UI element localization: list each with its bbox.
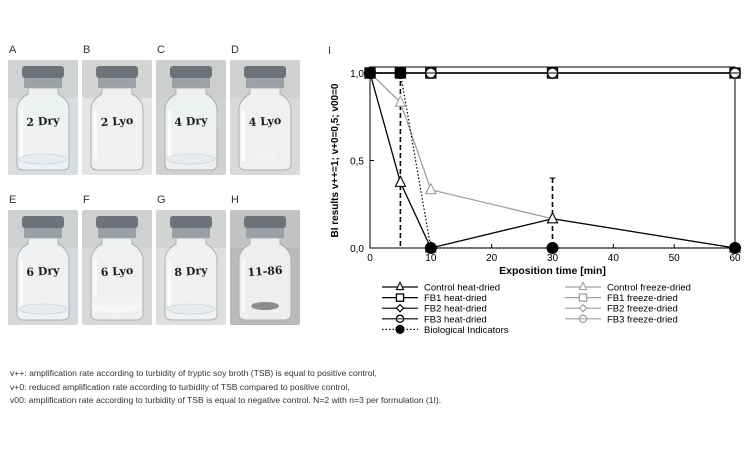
data-point bbox=[546, 211, 559, 224]
caption-line-vpp: v++: amplification rate according to tur… bbox=[10, 368, 377, 378]
legend-marker bbox=[395, 303, 405, 313]
legend-label: FB1 freeze-dried bbox=[607, 293, 678, 304]
data-point bbox=[394, 94, 407, 107]
legend-label: FB3 freeze-dried bbox=[607, 314, 678, 325]
data-point bbox=[394, 67, 407, 79]
data-point bbox=[546, 242, 559, 254]
legend-marker bbox=[395, 293, 405, 302]
legend-label: FB1 heat-dried bbox=[424, 293, 487, 304]
legend-label: Control freeze-dried bbox=[607, 283, 691, 294]
data-point bbox=[424, 242, 437, 254]
y-tick-label: 0,5 bbox=[350, 157, 364, 168]
panel-letter-g: G bbox=[157, 194, 166, 206]
legend-marker bbox=[578, 281, 588, 291]
x-tick-label: 50 bbox=[669, 253, 681, 264]
legend-label: FB2 freeze-dried bbox=[607, 304, 678, 315]
vial-icon bbox=[230, 210, 300, 325]
vial-icon bbox=[82, 60, 152, 175]
data-point bbox=[364, 67, 376, 79]
vial-icon bbox=[8, 60, 78, 175]
legend-label: FB3 heat-dried bbox=[424, 314, 487, 325]
figure-caption: v++: amplification rate according to tur… bbox=[10, 367, 740, 408]
caption-line-v00: v00: amplification rate according to tur… bbox=[10, 395, 442, 405]
vial-icon bbox=[156, 210, 226, 325]
x-tick-label: 60 bbox=[729, 253, 741, 264]
x-tick-label: 30 bbox=[547, 253, 559, 264]
x-tick-label: 20 bbox=[486, 253, 498, 264]
panel-letter-e: E bbox=[9, 194, 17, 206]
vial-photo-f: 6 Lyo bbox=[82, 210, 152, 325]
panel-letter-a: A bbox=[9, 44, 17, 56]
x-tick-label: 0 bbox=[367, 253, 373, 264]
panel-letter-d: D bbox=[231, 44, 239, 56]
panel-letter-c: C bbox=[157, 44, 165, 56]
caption-line-vp0: v+0: reduced amplification rate accordin… bbox=[10, 381, 350, 392]
vial-icon bbox=[8, 210, 78, 325]
legend-marker bbox=[395, 324, 405, 334]
y-axis-label: BI results v++=1; v+0=0,5; v00=0 bbox=[330, 83, 341, 237]
vial-photo-c: 4 Dry bbox=[156, 60, 226, 175]
x-tick-label: 10 bbox=[425, 253, 437, 264]
legend-label: Biological Indicators bbox=[424, 325, 509, 336]
y-tick-label: 1,0 bbox=[350, 69, 364, 80]
y-tick-label: 0,0 bbox=[350, 244, 364, 255]
legend-label: FB2 heat-dried bbox=[424, 304, 487, 315]
legend-label: Control heat-dried bbox=[424, 283, 500, 294]
vial-icon bbox=[156, 60, 226, 175]
chart-panel-letter: I bbox=[328, 45, 332, 57]
vial-photo-g: 8 Dry bbox=[156, 210, 226, 325]
panel-letter-h: H bbox=[231, 194, 239, 206]
data-point bbox=[424, 182, 437, 195]
vial-photo-b: 2 Lyo bbox=[82, 60, 152, 175]
legend-marker bbox=[578, 293, 588, 302]
data-point bbox=[394, 175, 407, 187]
legend-marker bbox=[578, 303, 588, 313]
vial-photo-h: 11-86 bbox=[230, 210, 300, 325]
vial-icon bbox=[82, 210, 152, 325]
vial-photo-a: 2 Dry bbox=[8, 60, 78, 175]
x-axis-label: Exposition time [min] bbox=[499, 265, 606, 277]
vial-photo-d: 4 Lyo bbox=[230, 60, 300, 175]
x-tick-label: 40 bbox=[608, 253, 620, 264]
legend-marker bbox=[395, 281, 405, 291]
panel-letter-b: B bbox=[83, 44, 91, 56]
panel-letter-f: F bbox=[83, 194, 90, 206]
data-point bbox=[729, 242, 741, 254]
vial-icon bbox=[230, 60, 300, 175]
vial-photo-e: 6 Dry bbox=[8, 210, 78, 325]
